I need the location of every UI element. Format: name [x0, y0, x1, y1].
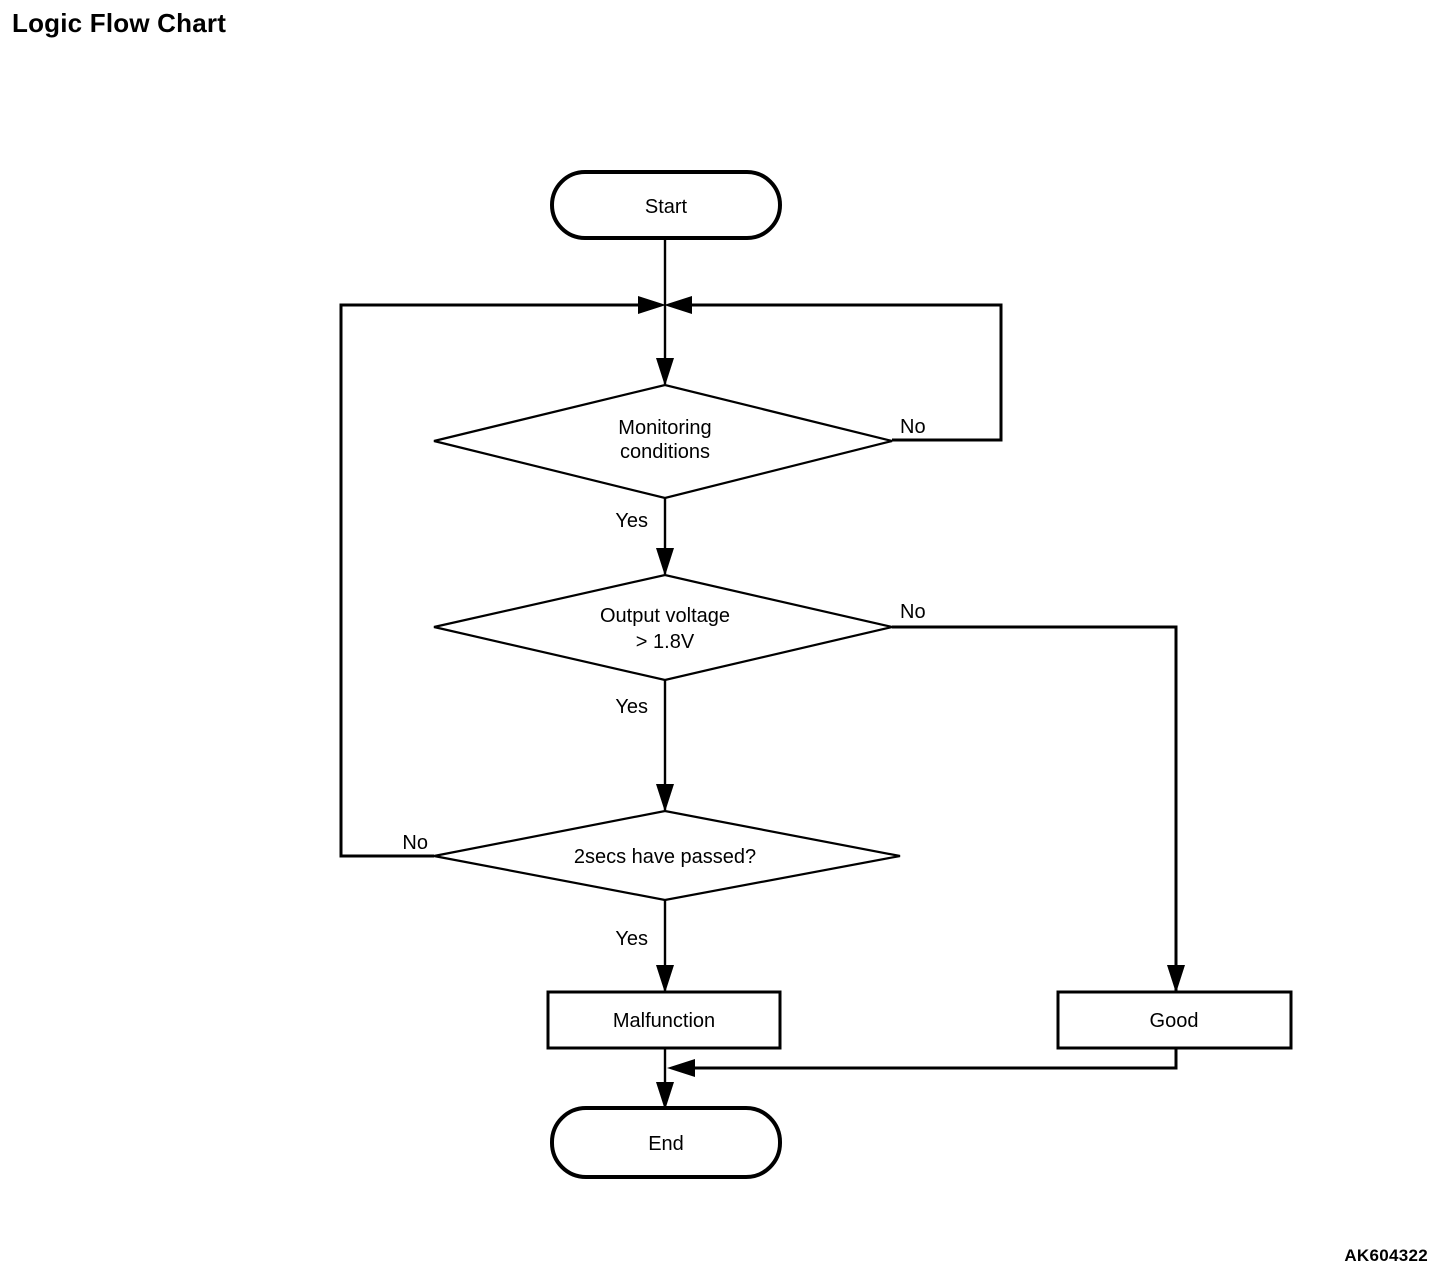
edge-timer-no-loopback: [339, 303, 656, 858]
edge-label-voltage-no: No: [900, 601, 926, 623]
page-title: Logic Flow Chart: [12, 8, 227, 38]
node-end-label: End: [648, 1133, 684, 1155]
drawing-code: AK604322: [1344, 1246, 1428, 1265]
node-good[interactable]: [1056, 990, 1293, 1050]
arrowhead-into-good: [1167, 965, 1185, 993]
edge-good-to-end: [677, 1048, 1178, 1070]
edge-monitoring-no-loopback: [674, 303, 1003, 442]
node-malfunction[interactable]: [546, 990, 782, 1050]
edge-label-timer-no: No: [402, 832, 428, 854]
node-malfunction-label: Malfunction: [613, 1010, 715, 1032]
node-timer-check[interactable]: [433, 809, 901, 902]
node-voltage-label-line2: > 1.8V: [636, 631, 695, 653]
node-voltage-label-line1: Output voltage: [600, 605, 730, 627]
node-good-label: Good: [1150, 1010, 1199, 1032]
edge-label-monitoring-no: No: [900, 416, 926, 438]
arrowhead-merge-from-right: [664, 296, 692, 314]
node-end[interactable]: [550, 1106, 782, 1179]
arrowhead-into-timer: [656, 784, 674, 812]
edge-label-voltage-yes: Yes: [615, 696, 648, 718]
node-start-label: Start: [645, 196, 688, 218]
node-monitoring-conditions[interactable]: [433, 383, 893, 500]
arrowhead-good-merge: [667, 1059, 695, 1077]
node-monitoring-label-line1: Monitoring: [618, 417, 711, 439]
node-output-voltage[interactable]: [433, 573, 893, 682]
arrowhead-into-end: [656, 1082, 674, 1110]
node-monitoring-label-line2: conditions: [620, 441, 710, 463]
arrowhead-into-malfunction: [656, 965, 674, 993]
edge-label-timer-yes: Yes: [615, 928, 648, 950]
arrowhead-into-voltage: [656, 548, 674, 576]
arrowhead-into-monitoring: [656, 358, 674, 386]
node-start[interactable]: [550, 170, 782, 240]
edge-voltage-no-to-good: [892, 625, 1178, 991]
edge-label-monitoring-yes: Yes: [615, 510, 648, 532]
node-timer-label: 2secs have passed?: [574, 846, 756, 868]
arrowhead-merge-from-left: [638, 296, 666, 314]
